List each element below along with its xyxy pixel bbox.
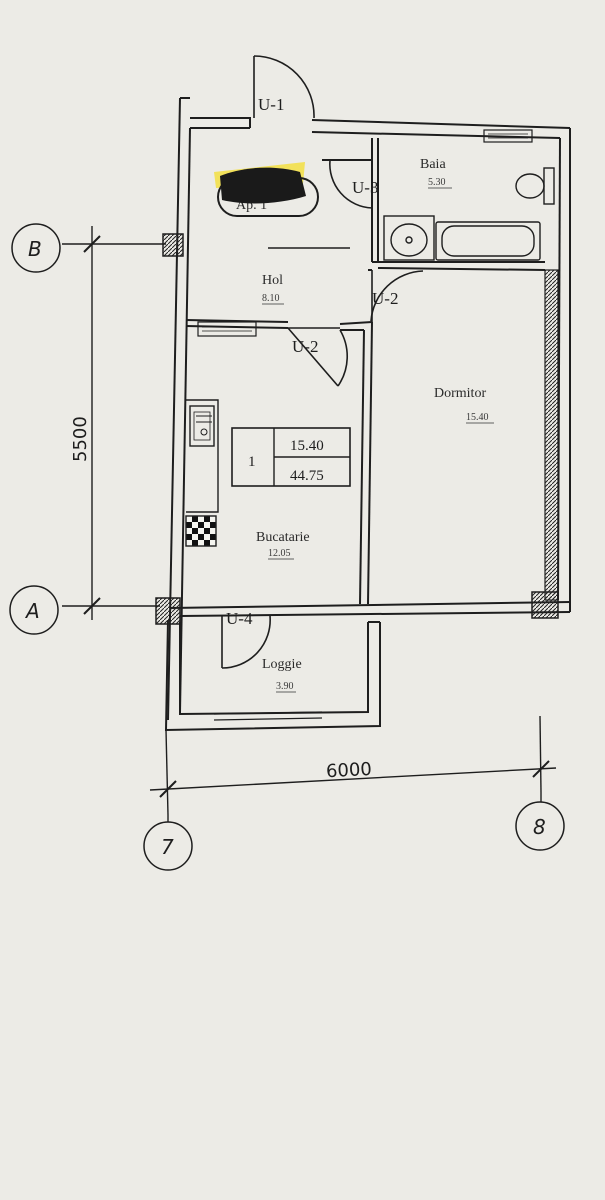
summary-living-area: 15.40 <box>290 438 324 454</box>
area-summary-table: 1 15.40 44.75 <box>231 427 351 487</box>
bedroom-window <box>544 269 559 601</box>
axis-marker-8: 8 <box>515 792 565 851</box>
bathroom-window <box>483 129 533 143</box>
axis-label-8: 8 <box>533 815 546 839</box>
room-name-bucatarie: Bucatarie <box>256 530 310 545</box>
door-u1 <box>253 55 315 119</box>
kitchen-window <box>197 321 257 337</box>
axis-label-b: B <box>28 237 42 261</box>
door-u4 <box>221 615 271 669</box>
door-label-u2-bedroom: U-2 <box>372 289 398 308</box>
vertical-dimension <box>62 226 166 620</box>
column-b7 <box>162 233 184 257</box>
washbasin-icon <box>383 215 435 261</box>
door-label-u4: U-4 <box>226 609 253 628</box>
room-area-dormitor: 15.40 <box>466 412 489 423</box>
bathtub-icon <box>435 221 541 261</box>
door-label-u2-kitchen: U-2 <box>292 337 318 356</box>
room-area-bucatarie: 12.05 <box>268 548 291 559</box>
door-label-u1: U-1 <box>258 95 284 114</box>
room-name-loggie: Loggie <box>262 657 302 672</box>
sink-icon <box>196 415 212 436</box>
room-name-dormitor: Dormitor <box>434 386 486 401</box>
axis-marker-b: B <box>11 223 61 273</box>
kitchen-counter <box>186 399 219 513</box>
door-u3 <box>329 159 373 210</box>
door-u2-kitchen <box>287 327 348 387</box>
column-a8 <box>531 591 559 619</box>
redaction-mark <box>220 167 306 204</box>
room-area-loggie: 3.90 <box>276 681 294 692</box>
column-a7 <box>155 597 181 625</box>
room-name-hol: Hol <box>262 273 283 288</box>
toilet-icon <box>515 167 555 205</box>
axis-marker-7: 7 <box>143 815 193 871</box>
dimension-vertical-label: 5500 <box>70 416 91 462</box>
summary-rooms-count: 1 <box>248 454 256 470</box>
loggia-walls <box>164 619 381 732</box>
axis-label-a: A <box>24 599 40 623</box>
dimension-horizontal-label: 6000 <box>326 759 373 782</box>
door-label-u3: U-3 <box>352 178 378 197</box>
summary-total-area: 44.75 <box>290 468 324 484</box>
axis-label-7: 7 <box>161 835 174 859</box>
room-name-baia: Baia <box>420 157 446 172</box>
room-area-baia: 5.30 <box>428 177 446 188</box>
room-area-hol: 8.10 <box>262 293 280 304</box>
outer-walls <box>167 97 571 721</box>
axis-marker-a: A <box>9 585 59 635</box>
horizontal-dimension <box>149 715 557 816</box>
interior-walls <box>185 138 546 605</box>
apartment-label: Ap. 1 <box>214 162 319 217</box>
door-u2-bedroom <box>370 270 424 322</box>
stove-icon <box>185 515 217 547</box>
